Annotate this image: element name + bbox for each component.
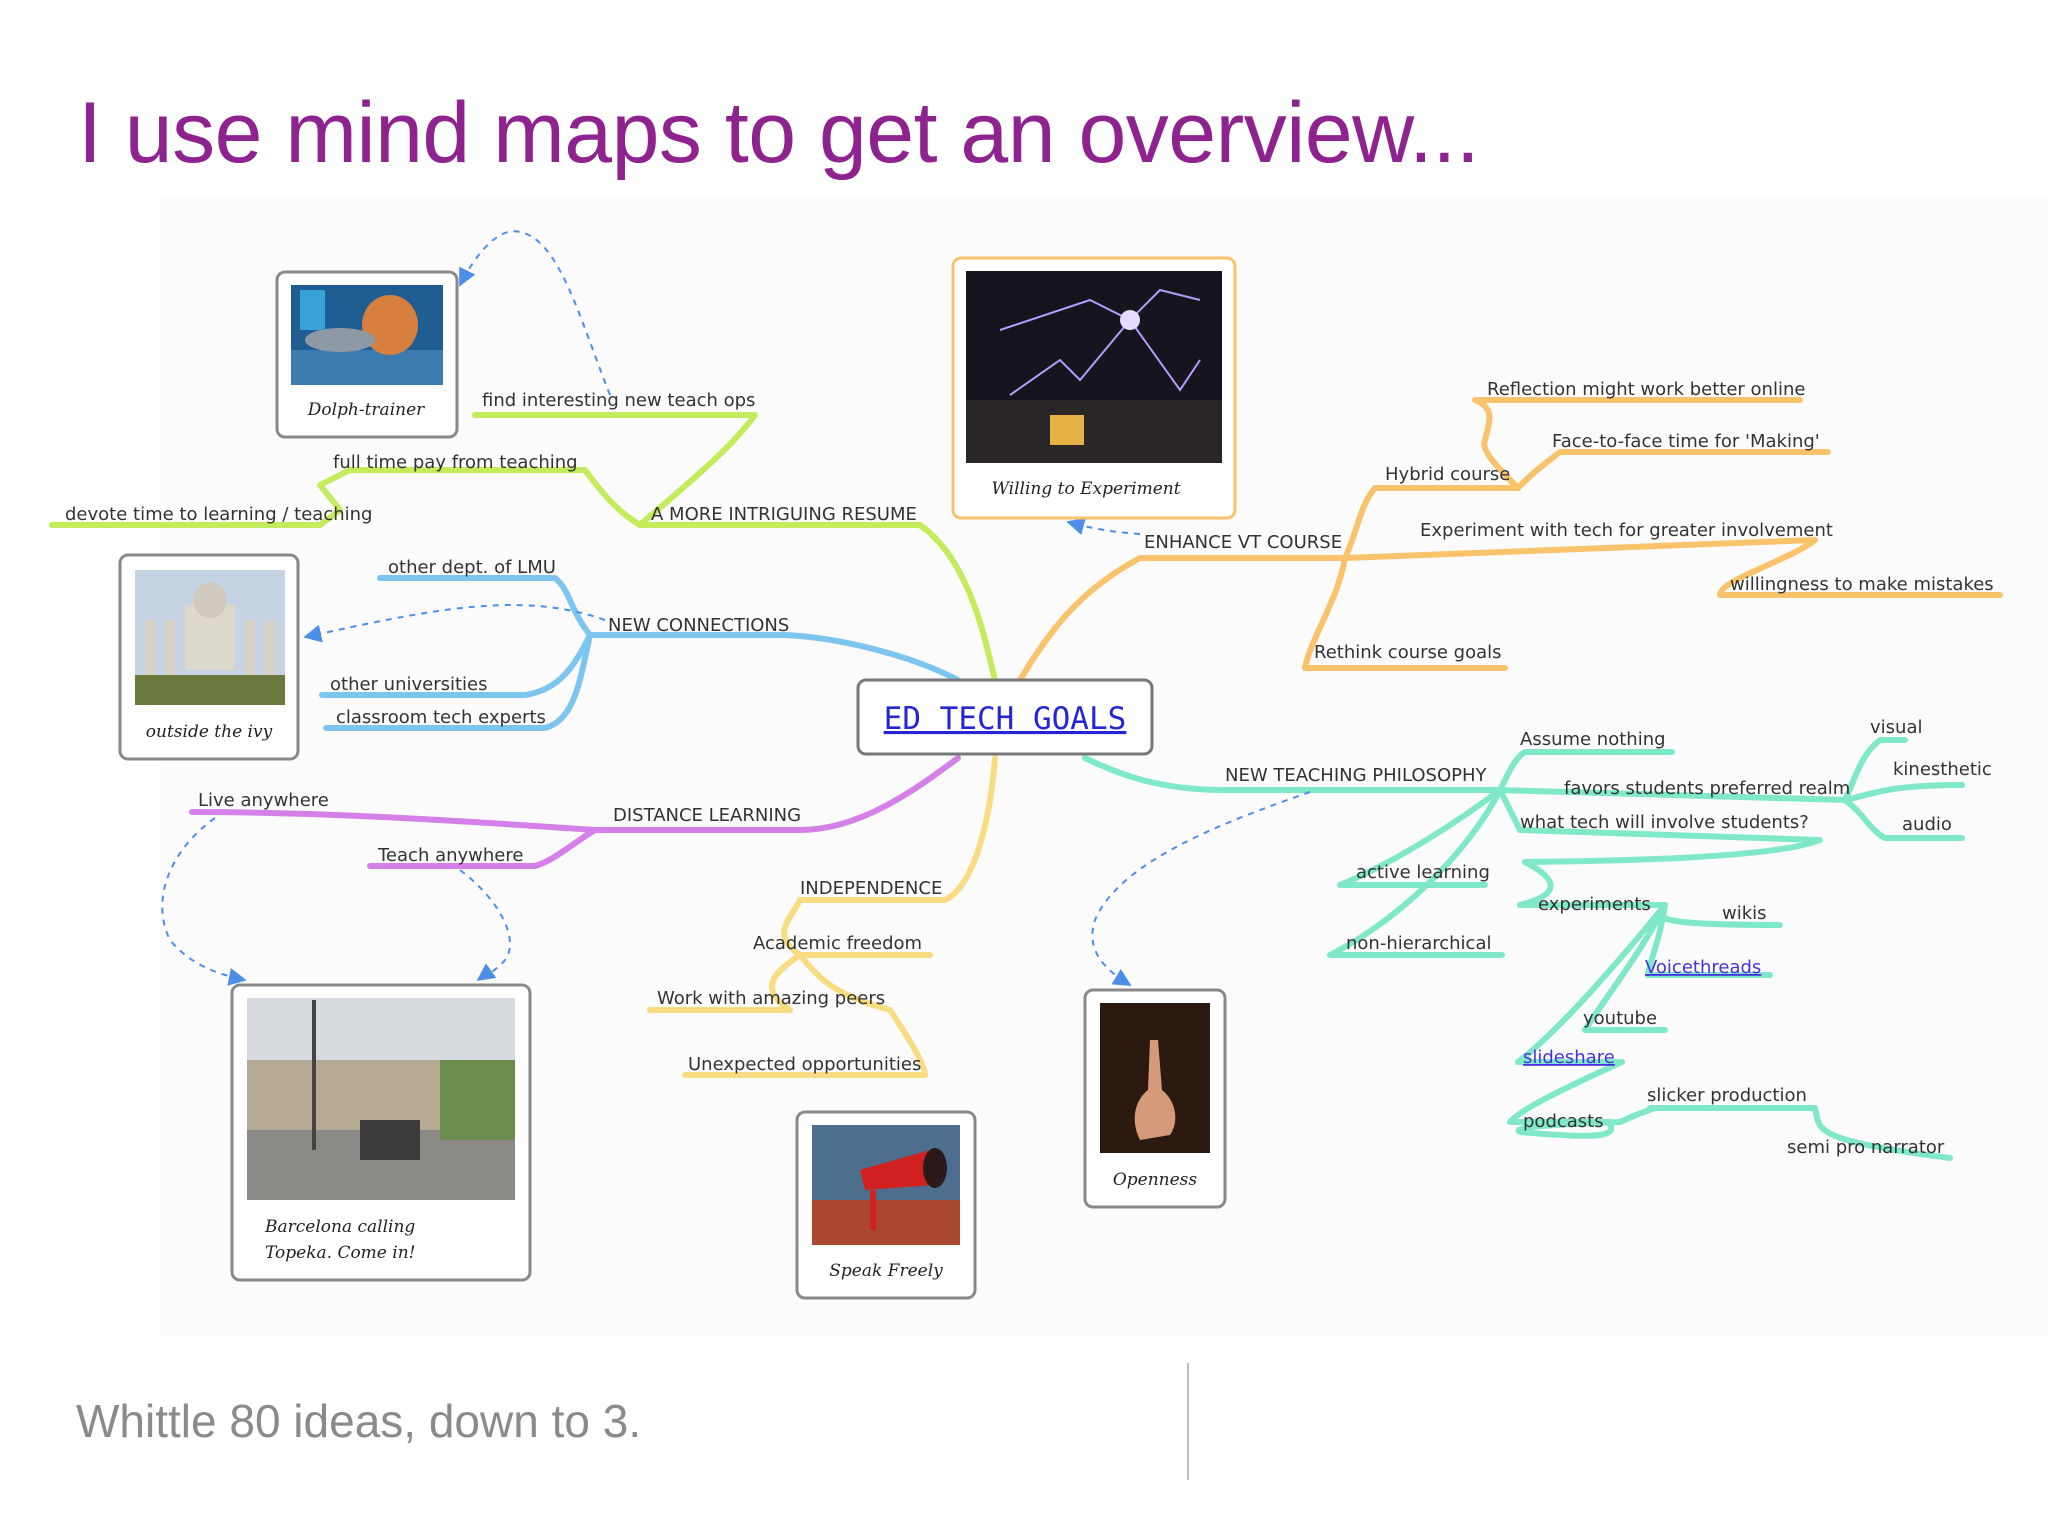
slide-caption: Whittle 80 ideas, down to 3.: [76, 1395, 642, 1447]
experiment-caption: Willing to Experiment: [991, 479, 1180, 499]
node-reflection: Reflection might work better online: [1487, 379, 1805, 400]
node-non-hierarchical: non-hierarchical: [1346, 933, 1491, 954]
image-card-barcelona: Barcelona calling Topeka. Come in!: [230, 983, 532, 1282]
node-full-time-pay: full time pay from teaching: [333, 452, 578, 473]
openness-caption: Openness: [1113, 1170, 1198, 1190]
arrow-to-dolph: [459, 230, 611, 396]
node-assume-nothing: Assume nothing: [1520, 729, 1666, 750]
node-experiment-tech: Experiment with tech for greater involve…: [1420, 520, 1833, 541]
node-voicethreads-link[interactable]: Voicethreads: [1645, 957, 1761, 978]
node-kinesthetic: kinesthetic: [1893, 759, 1992, 780]
arrow-to-experiment: [1066, 517, 1141, 535]
node-favors-students: favors students preferred realm: [1564, 778, 1850, 799]
dolph-caption: Dolph-trainer: [307, 400, 425, 420]
image-card-dolph: Dolph-trainer: [275, 270, 459, 439]
branch-resume-label: A MORE INTRIGUING RESUME: [651, 504, 917, 525]
node-active-learning: active learning: [1356, 862, 1490, 883]
node-audio: audio: [1902, 814, 1952, 835]
node-live-anywhere: Live anywhere: [198, 790, 329, 811]
branch-enhance-label: ENHANCE VT COURSE: [1144, 532, 1342, 553]
node-hybrid-course: Hybrid course: [1385, 464, 1510, 485]
node-other-universities: other universities: [330, 674, 488, 695]
node-unexpected-opps: Unexpected opportunities: [688, 1054, 921, 1075]
node-rethink-goals: Rethink course goals: [1314, 642, 1502, 663]
node-academic-freedom: Academic freedom: [753, 933, 922, 954]
image-card-experiment: Willing to Experiment: [951, 256, 1237, 520]
image-card-speak: Speak Freely: [795, 1110, 977, 1300]
node-experiments: experiments: [1538, 894, 1651, 915]
vertical-divider: [1187, 1363, 1189, 1480]
relationship-arrows: [161, 230, 1311, 986]
branch-connections-lines: [319, 575, 961, 731]
branch-distance-lines: [189, 755, 961, 869]
branch-independence-label: INDEPENDENCE: [800, 878, 942, 899]
node-classroom-tech: classroom tech experts: [336, 707, 546, 728]
node-find-teach-ops: find interesting new teach ops: [482, 390, 755, 411]
arrow-teach-to-barcelona: [459, 869, 511, 982]
branch-connections-label: NEW CONNECTIONS: [608, 615, 789, 636]
image-card-openness: Openness: [1083, 988, 1227, 1209]
arrow-to-openness: [1091, 791, 1311, 986]
speak-caption: Speak Freely: [829, 1261, 943, 1281]
arrow-live-to-barcelona: [161, 817, 247, 986]
node-visual: visual: [1870, 717, 1922, 738]
branch-philosophy-lines: [1082, 737, 1965, 1161]
node-willingness-mistakes: willingness to make mistakes: [1730, 574, 1994, 595]
branch-distance-label: DISTANCE LEARNING: [613, 805, 801, 826]
node-devote-time: devote time to learning / teaching: [65, 504, 372, 525]
node-teach-anywhere: Teach anywhere: [377, 845, 523, 866]
node-podcasts: podcasts: [1523, 1111, 1604, 1132]
node-youtube: youtube: [1583, 1008, 1657, 1029]
node-slicker-production: slicker production: [1647, 1085, 1807, 1106]
central-topic[interactable]: ED TECH GOALS: [856, 678, 1154, 756]
node-wikis: wikis: [1722, 903, 1767, 924]
barcelona-caption-line1: Barcelona calling: [264, 1217, 415, 1237]
node-face-to-face: Face-to-face time for 'Making': [1552, 431, 1820, 452]
branch-independence-lines: [647, 755, 998, 1078]
branch-resume-lines: [49, 412, 998, 683]
node-slideshare-link[interactable]: slideshare: [1523, 1047, 1615, 1068]
image-card-ivy: outside the ivy: [118, 553, 300, 761]
ivy-caption: outside the ivy: [146, 722, 273, 742]
node-involve-students: what tech will involve students?: [1520, 812, 1809, 833]
slide-title: I use mind maps to get an overview...: [78, 85, 1480, 181]
node-other-dept: other dept. of LMU: [388, 557, 556, 578]
barcelona-caption-line2: Topeka. Come in!: [265, 1243, 416, 1263]
arrow-to-ivy: [303, 604, 606, 643]
node-semi-pro-narrator: semi pro narrator: [1787, 1137, 1945, 1158]
branch-enhance-lines: [1017, 397, 2003, 683]
branch-philosophy-label: NEW TEACHING PHILOSOPHY: [1225, 765, 1488, 786]
node-amazing-peers: Work with amazing peers: [657, 988, 885, 1009]
central-topic-label: ED TECH GOALS: [884, 701, 1127, 737]
